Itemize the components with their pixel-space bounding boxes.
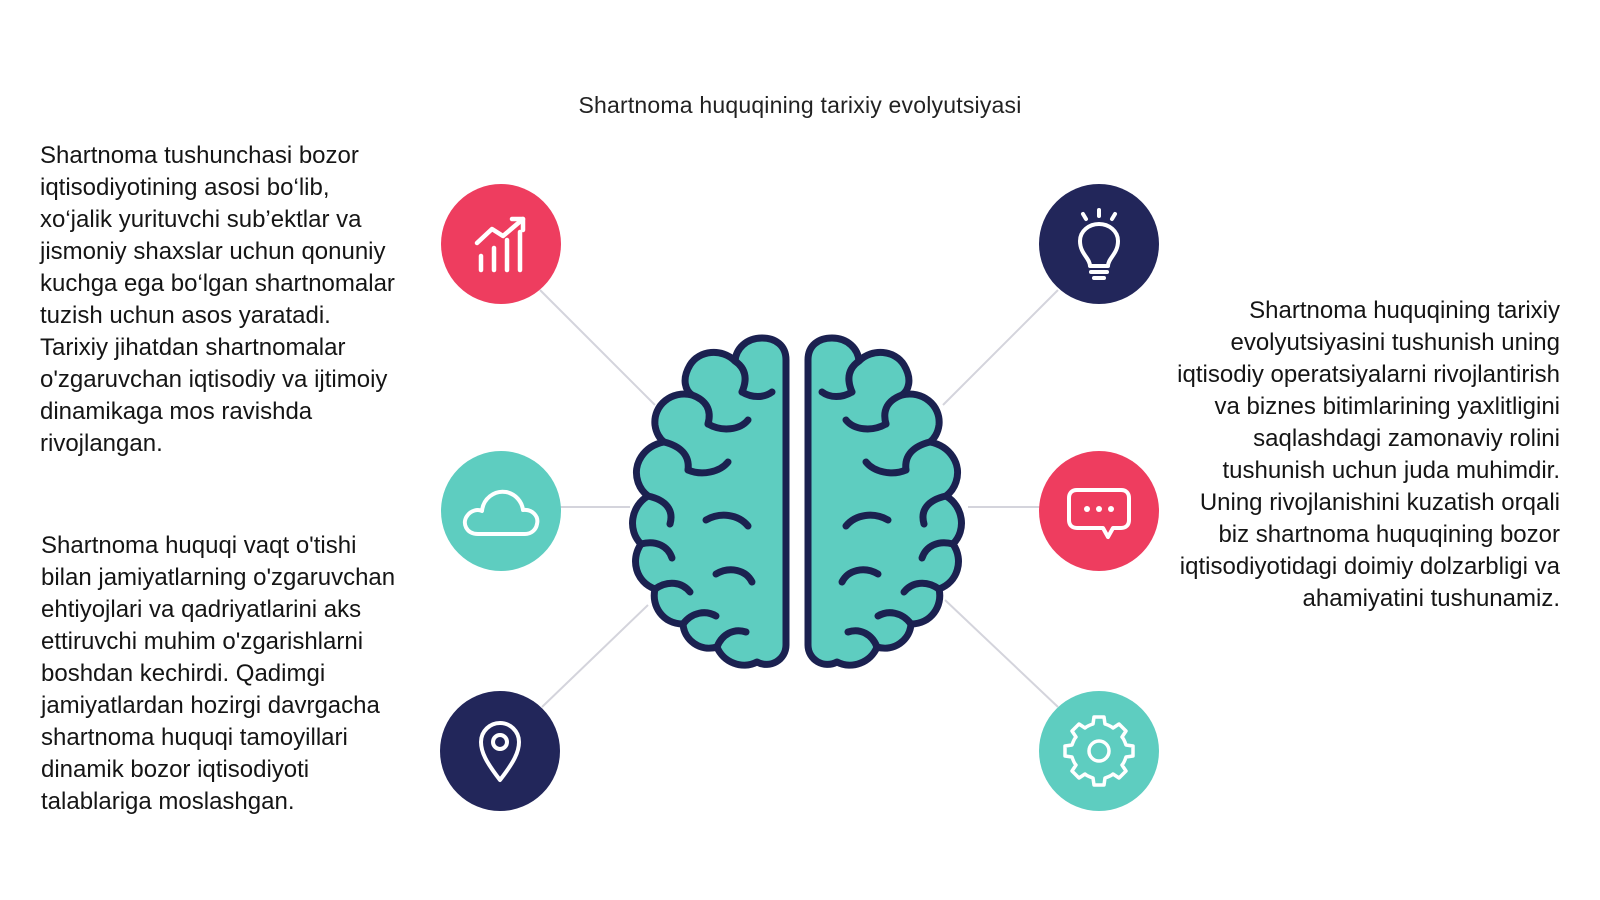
cloud-node: [441, 451, 561, 571]
gear-node: [1039, 691, 1159, 811]
lightbulb-node: [1039, 184, 1159, 304]
page-title: Shartnoma huquqining tarixiy evolyutsiya…: [578, 92, 1022, 118]
connector-line: [942, 289, 1059, 406]
growth-chart-circle: [441, 184, 561, 304]
chat-bubble-icon: [1067, 488, 1131, 539]
growth-chart-icon: [474, 216, 526, 273]
left-paragraph-1: Shartnoma tushunchasi bozor iqtisodiyoti…: [40, 142, 395, 457]
growth-chart-node: [441, 184, 561, 304]
connector-lines: [539, 289, 1059, 708]
cloud-icon: [462, 489, 540, 536]
gear-icon: [1063, 715, 1135, 787]
connector-line: [539, 289, 656, 406]
gear-circle: [1039, 691, 1159, 811]
brain-left-folds: [637, 357, 776, 651]
right-paragraph: Shartnoma huquqining tarixiy evolyutsiya…: [1177, 297, 1560, 612]
location-pin-icon: [479, 721, 521, 782]
brain-icon: [629, 334, 965, 669]
left-paragraph-2: Shartnoma huquqi vaqt o'tishi bilan jami…: [41, 532, 396, 815]
chat-bubble-node: [1039, 451, 1159, 571]
lightbulb-circle: [1039, 184, 1159, 304]
cloud-circle: [441, 451, 561, 571]
connector-line: [944, 599, 1059, 708]
location-pin-node: [440, 691, 560, 811]
connector-line: [541, 604, 649, 708]
brain-right-folds: [818, 357, 957, 651]
lightbulb-icon: [1078, 208, 1120, 280]
